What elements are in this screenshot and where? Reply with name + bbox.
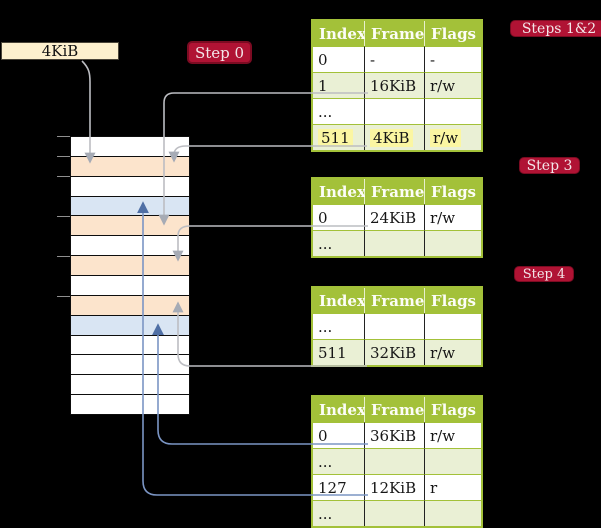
table-cell (425, 448, 481, 474)
memory-frame-row (71, 256, 189, 277)
table-cell: 16KiB (365, 72, 425, 98)
table-header-cell: Index (313, 397, 366, 422)
table-cell: 32KiB (365, 339, 425, 365)
table-cell (365, 500, 425, 526)
table-cell: 127 (313, 474, 365, 500)
table-cell (365, 448, 425, 474)
highlighted-value: 511 (318, 128, 353, 147)
table-cell: r/w (425, 204, 481, 230)
table-header-cell: Index (313, 21, 366, 46)
table-cell (425, 313, 481, 339)
table-cell: 12KiB (365, 474, 425, 500)
memory-frame-row (71, 375, 189, 396)
tick-mark (57, 256, 70, 257)
table-header-cell: Frame (365, 397, 425, 422)
frame-size-label: 4KiB (1, 42, 119, 60)
memory-frame-row (71, 176, 189, 197)
memory-frame-row (71, 395, 189, 415)
table-cell: r/w (425, 72, 481, 98)
table-cell: ... (313, 500, 365, 526)
table-cell: 36KiB (365, 422, 425, 448)
highlighted-value: 4KiB (370, 128, 413, 147)
table-cell: ... (313, 448, 365, 474)
table-header-cell: Frame (365, 179, 425, 204)
table-cell (425, 500, 481, 526)
table-cell: 0 (313, 422, 365, 448)
table-header-cell: Flags (425, 21, 481, 46)
memory-frame-row (71, 355, 189, 376)
table-cell: - (425, 46, 481, 72)
table-header-cell: Index (313, 288, 366, 313)
table-cell: r/w (425, 422, 481, 448)
table-cell: 0 (313, 204, 365, 230)
table-header-cell: Frame (365, 21, 425, 46)
table-cell (425, 98, 481, 124)
table-cell: 0 (313, 46, 365, 72)
tick-mark (57, 156, 70, 157)
badge-step-4: Step 4 (514, 266, 574, 282)
table-cell: 1 (313, 72, 365, 98)
table-cell: ... (313, 230, 365, 256)
table-header-cell: Flags (425, 397, 481, 422)
table-cell: r (425, 474, 481, 500)
table-cell: 511 (313, 339, 365, 365)
table-cell: 24KiB (365, 204, 425, 230)
table-cell: - (365, 46, 425, 72)
table-cell: 511 (313, 124, 365, 150)
memory-column (70, 136, 190, 415)
table-cell (365, 98, 425, 124)
table-cell (365, 313, 425, 339)
tick-mark (57, 296, 70, 297)
table-cell: ... (313, 98, 365, 124)
table-cell: 4KiB (365, 124, 425, 150)
memory-frame-row (71, 137, 189, 157)
table-cell: r/w (425, 124, 481, 150)
table-header-cell: Index (313, 179, 366, 204)
badge-steps-1-2: Steps 1&2 (510, 20, 601, 37)
memory-frame-row (71, 295, 189, 316)
table-cell (365, 230, 425, 256)
memory-frame-row (71, 216, 189, 237)
table-cell (425, 230, 481, 256)
table-header-cell: Flags (425, 288, 481, 313)
memory-frame-row (71, 156, 189, 177)
table-cell: ... (313, 313, 365, 339)
memory-frame-row (71, 276, 189, 296)
badge-step-3: Step 3 (519, 157, 580, 174)
memory-frame-row (71, 196, 189, 217)
memory-frame-row (71, 236, 189, 257)
memory-frame-row (71, 315, 189, 336)
table-header-cell: Flags (425, 179, 481, 204)
table-header-cell: Frame (365, 288, 425, 313)
badge-step-0: Step 0 (187, 41, 252, 64)
table-cell: r/w (425, 339, 481, 365)
highlighted-value: r/w (430, 128, 462, 147)
tick-mark (57, 176, 70, 177)
tick-mark (57, 216, 70, 217)
memory-frame-row (71, 335, 189, 356)
tick-mark (57, 136, 70, 137)
